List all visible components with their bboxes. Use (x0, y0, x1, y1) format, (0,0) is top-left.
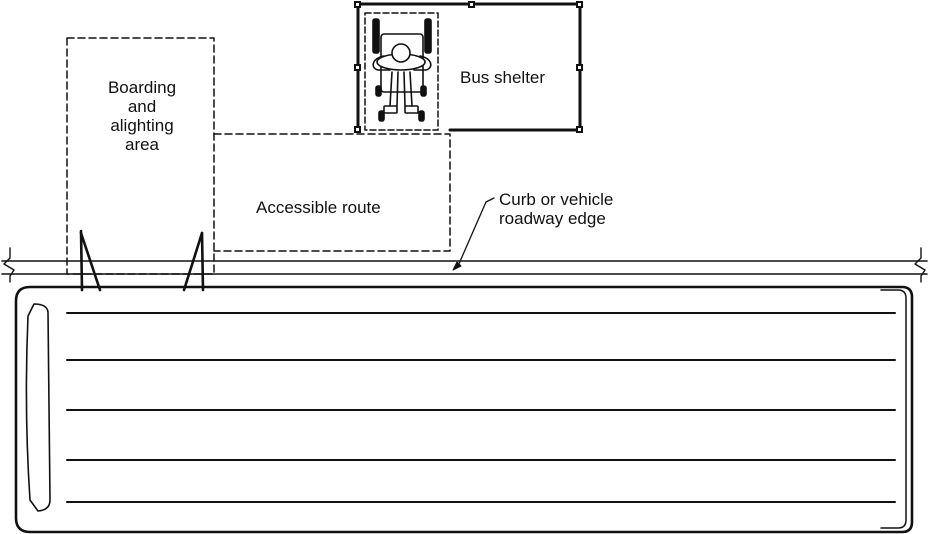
curb-label-line-1: Curb or vehicle (499, 190, 614, 209)
boarding-label-line-2: and (127, 97, 157, 116)
wheelchair-user-icon (372, 18, 432, 122)
bus-door-right (182, 231, 205, 292)
bus-icon (14, 285, 914, 534)
accessible-route-label: Accessible route (256, 198, 381, 217)
bus-shelter-label: Bus shelter (460, 68, 546, 87)
bus-door-left (79, 229, 102, 292)
wheelchair-space-outline (364, 12, 439, 131)
boarding-label-line-3: alighting (110, 116, 174, 135)
boarding-label-line-1: Boarding (107, 78, 177, 97)
bus-shelter (354, 1, 583, 133)
boarding-area-outline (66, 37, 215, 275)
curb-line (1, 247, 928, 283)
accessible-route-outline (213, 133, 451, 252)
curb-label-line-2: roadway edge (499, 209, 606, 228)
boarding-area-label: Boarding and alighting area (94, 78, 190, 154)
boarding-label-line-4: area (124, 135, 160, 154)
curb-label: Curb or vehicle roadway edge (499, 190, 613, 228)
curb-leader (457, 197, 495, 267)
